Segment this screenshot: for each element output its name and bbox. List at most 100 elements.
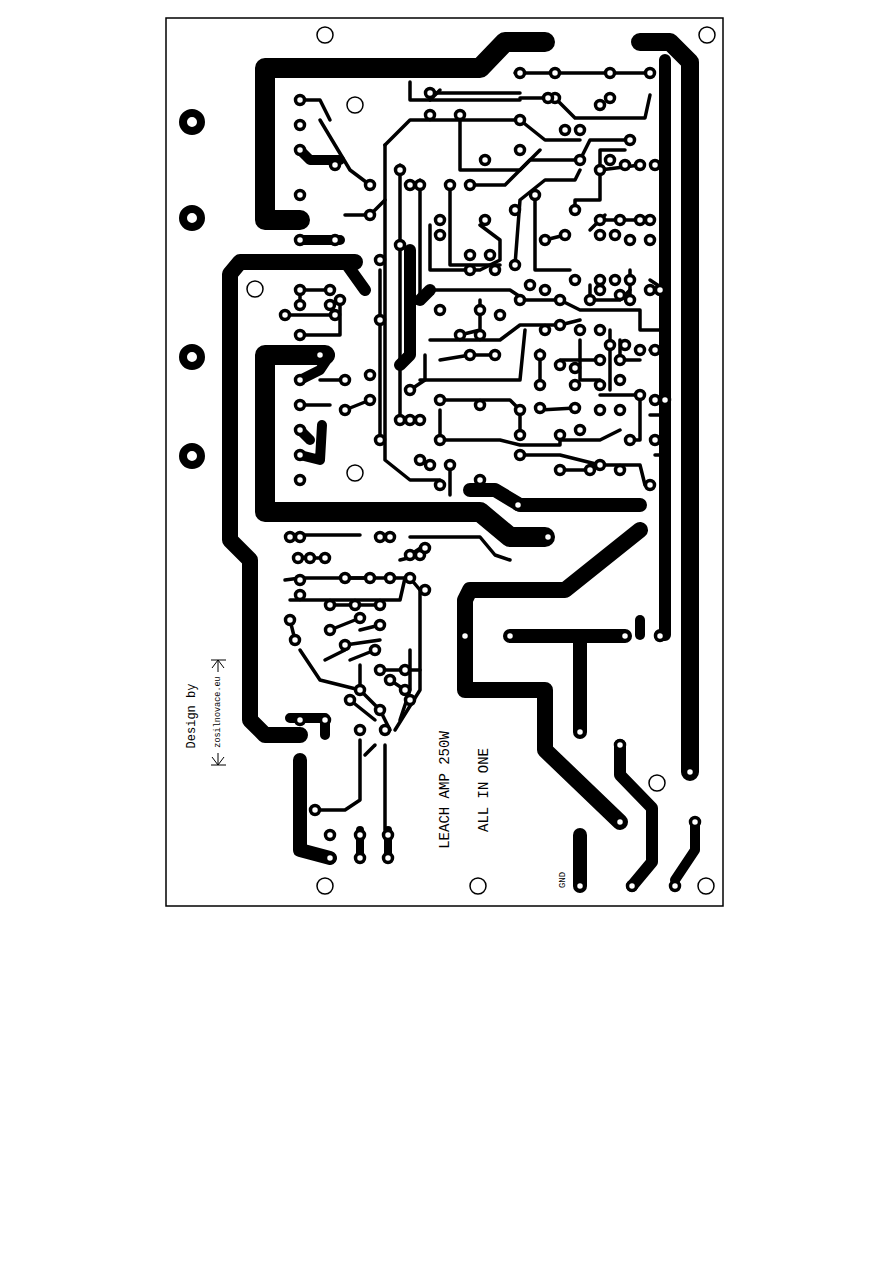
signal-trace bbox=[515, 170, 580, 265]
signal-trace bbox=[383, 745, 387, 830]
pad bbox=[646, 216, 655, 225]
pad bbox=[621, 161, 630, 170]
pad bbox=[296, 301, 305, 310]
pad bbox=[286, 616, 295, 625]
mounting-holes bbox=[247, 27, 715, 894]
pad bbox=[296, 451, 305, 460]
pad bbox=[406, 551, 415, 560]
pad bbox=[621, 632, 630, 641]
pad bbox=[401, 666, 410, 675]
pad bbox=[541, 286, 550, 295]
pad bbox=[384, 854, 393, 863]
pad bbox=[616, 818, 625, 827]
pad bbox=[291, 636, 300, 645]
pad bbox=[606, 341, 615, 350]
pad bbox=[476, 401, 485, 410]
signal-trace bbox=[378, 270, 382, 440]
signal-trace bbox=[430, 320, 580, 340]
pad bbox=[596, 326, 605, 335]
pad bbox=[436, 306, 445, 315]
pad bbox=[536, 381, 545, 390]
pad bbox=[506, 632, 515, 641]
pad bbox=[576, 728, 585, 737]
pad bbox=[496, 311, 505, 320]
pad bbox=[526, 281, 535, 290]
dimension-bracket bbox=[218, 660, 219, 672]
pad bbox=[366, 371, 375, 380]
pad bbox=[466, 181, 475, 190]
pad bbox=[386, 574, 395, 583]
pad bbox=[421, 586, 430, 595]
pad bbox=[636, 161, 645, 170]
signal-trace bbox=[655, 453, 665, 457]
pad bbox=[386, 533, 395, 542]
pad bbox=[366, 396, 375, 405]
pad bbox=[331, 236, 340, 245]
pad bbox=[556, 321, 565, 330]
board-outline bbox=[166, 18, 723, 906]
pad bbox=[636, 346, 645, 355]
pad bbox=[596, 381, 605, 390]
pad bbox=[596, 356, 605, 365]
pad bbox=[611, 231, 620, 240]
pad bbox=[296, 426, 305, 435]
pad bbox=[626, 136, 635, 145]
pad bbox=[376, 666, 385, 675]
pad bbox=[476, 476, 485, 485]
pad bbox=[586, 296, 595, 305]
pad bbox=[596, 101, 605, 110]
pad bbox=[311, 806, 320, 815]
pad bbox=[386, 676, 395, 685]
pad bbox=[296, 191, 305, 200]
pad bbox=[626, 436, 635, 445]
pad bbox=[406, 386, 415, 395]
pad bbox=[616, 466, 625, 475]
pad bbox=[296, 376, 305, 385]
ring-pad bbox=[183, 447, 201, 465]
pad bbox=[476, 331, 485, 340]
mounting-hole bbox=[347, 97, 363, 113]
board-subtitle: ALL IN ONE bbox=[476, 746, 492, 834]
pad bbox=[651, 396, 660, 405]
signal-trace bbox=[385, 120, 580, 145]
pad bbox=[326, 831, 335, 840]
pad bbox=[556, 431, 565, 440]
pad bbox=[306, 554, 315, 563]
pad bbox=[551, 69, 560, 78]
pad bbox=[416, 456, 425, 465]
signal-trace bbox=[600, 395, 640, 440]
pad bbox=[606, 156, 615, 165]
mounting-hole bbox=[347, 465, 363, 481]
pad bbox=[421, 544, 430, 553]
ring-pad bbox=[183, 348, 201, 366]
signal-trace bbox=[590, 285, 630, 300]
signal-trace bbox=[430, 225, 500, 270]
pad bbox=[556, 361, 565, 370]
pad bbox=[516, 69, 525, 78]
pad bbox=[296, 96, 305, 105]
pad bbox=[376, 601, 385, 610]
copper-trace bbox=[470, 490, 640, 505]
pad bbox=[466, 351, 475, 360]
pad bbox=[541, 326, 550, 335]
pad bbox=[331, 311, 340, 320]
pad bbox=[556, 296, 565, 305]
pad bbox=[296, 576, 305, 585]
signal-trace bbox=[320, 120, 370, 185]
signal-trace bbox=[430, 91, 520, 95]
signal-trace bbox=[575, 150, 625, 210]
component-pads bbox=[281, 69, 700, 891]
pad bbox=[651, 346, 660, 355]
copper-trace bbox=[640, 42, 690, 772]
mounting-hole bbox=[699, 27, 715, 43]
pad bbox=[646, 69, 655, 78]
pad bbox=[321, 716, 330, 725]
copper-trace bbox=[265, 355, 545, 537]
pad bbox=[576, 326, 585, 335]
pad bbox=[281, 311, 290, 320]
signal-trace bbox=[365, 745, 375, 755]
pad bbox=[296, 533, 305, 542]
pad bbox=[596, 216, 605, 225]
pad bbox=[596, 461, 605, 470]
